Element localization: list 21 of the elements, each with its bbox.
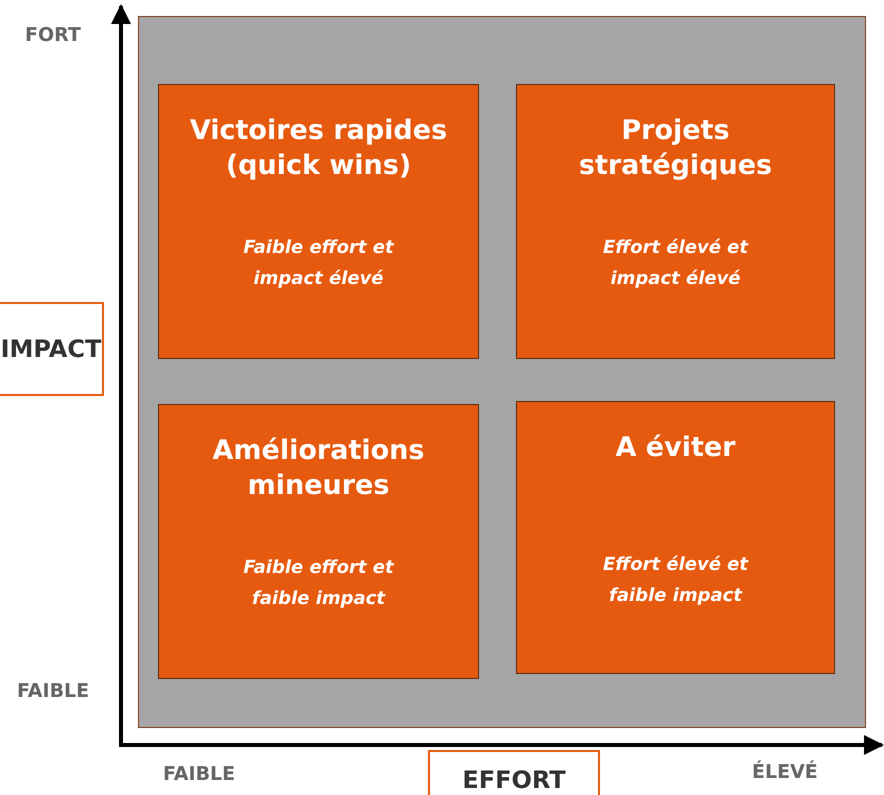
quadrant-title: Projets stratégiques [578, 114, 774, 184]
axis-level-label: FAIBLE [163, 763, 236, 785]
quadrant-title: A éviter [616, 431, 736, 465]
axis-level-label: FORT [25, 24, 81, 46]
quadrant-card [516, 401, 835, 674]
axis-label-box [0, 302, 104, 396]
quadrant-description: Effort élevé et faible impact [602, 553, 750, 608]
quadrant-title: Victoires rapides (quick wins) [188, 114, 448, 184]
quadrant-title: Améliorations mineures [212, 434, 426, 504]
quadrant-description: Faible effort et impact élevé [242, 236, 396, 291]
axis-title: IMPACT [0, 335, 102, 363]
quadrant-card [158, 84, 479, 359]
quadrant-description: Effort élevé et impact élevé [602, 236, 750, 291]
matrix-panel [138, 16, 866, 728]
axis-title: EFFORT [462, 766, 566, 794]
quadrant-card [158, 404, 479, 679]
axis-label-box [428, 750, 600, 795]
quadrant-card [516, 84, 835, 359]
axis-level-label: ÉLEVÉ [752, 761, 818, 783]
axis-level-label: FAIBLE [17, 680, 90, 702]
quadrant-description: Faible effort et faible impact [242, 556, 396, 611]
